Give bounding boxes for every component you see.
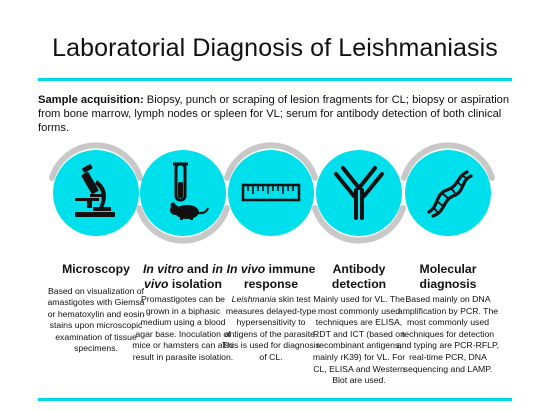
method-isolation: In vitro and in vivo isolation Promastig… (131, 262, 235, 364)
bottom-arc (312, 205, 406, 244)
antibody-disc (316, 150, 402, 236)
microscope-icon (75, 164, 115, 217)
method-title: Molecular diagnosis (419, 262, 477, 291)
method-icons (0, 138, 550, 248)
method-description: Mainly used for VL. The most commonly us… (312, 294, 406, 386)
method-title: Microscopy (62, 262, 130, 276)
test-tube-mouse-icon (170, 162, 209, 220)
method-immune-response: In vivo immune response Leishmania skin … (219, 262, 323, 364)
body-rest: skin test measures delayed-type hypersen… (221, 294, 321, 362)
method-title: Antibody detection (331, 262, 387, 291)
molecular-circle (398, 138, 498, 246)
isolation-disc (140, 150, 226, 236)
title-italic: In vitro (143, 262, 184, 276)
antibody-circle (309, 138, 409, 246)
method-title: In vitro and in vivo isolation (131, 262, 235, 291)
sample-acquisition: Sample acquisition: Biopsy, punch or scr… (38, 93, 516, 135)
title-italic: In vivo (226, 262, 266, 276)
immune-response-disc (228, 150, 314, 236)
immune-response-circle (221, 138, 321, 246)
method-microscopy: Microscopy Based on visualization of ama… (44, 262, 148, 355)
title-mid: and (183, 262, 213, 276)
title-divider (38, 78, 512, 81)
top-arc (49, 142, 143, 181)
method-antibody: Antibody detection Mainly used for VL. T… (307, 262, 411, 387)
method-description: Promastigotes can be grown in a biphasic… (132, 294, 234, 362)
top-arc (401, 142, 495, 181)
molecular-disc (405, 150, 491, 236)
method-description: Leishmania skin test measures delayed-ty… (219, 294, 323, 364)
dna-icon (427, 170, 473, 218)
sample-text: Biopsy, punch or scraping of lesion frag… (38, 94, 510, 134)
method-description: Based mainly on DNA amplification by PCR… (396, 294, 500, 374)
sample-label: Sample acquisition: (38, 94, 144, 106)
title-end: immune response (243, 262, 316, 291)
body-italic: Leishmania (231, 294, 277, 304)
microscopy-circle (46, 138, 146, 246)
isolation-circle (133, 138, 233, 246)
method-title: In vivo immune response (219, 262, 323, 291)
microscopy-disc (53, 150, 139, 236)
page-title: Laboratorial Diagnosis of Leishmaniasis (52, 34, 498, 62)
method-molecular: Molecular diagnosis Based mainly on DNA … (396, 262, 500, 375)
title-end: isolation (168, 276, 222, 291)
method-description: Based on visualization of amastigotes wi… (47, 285, 145, 354)
bottom-divider (38, 398, 512, 401)
ruler-icon (241, 183, 301, 202)
title-italic-2: in vivo (144, 262, 223, 291)
top-arc (224, 142, 318, 181)
antibody-icon (334, 166, 384, 220)
bottom-arc (136, 205, 230, 244)
